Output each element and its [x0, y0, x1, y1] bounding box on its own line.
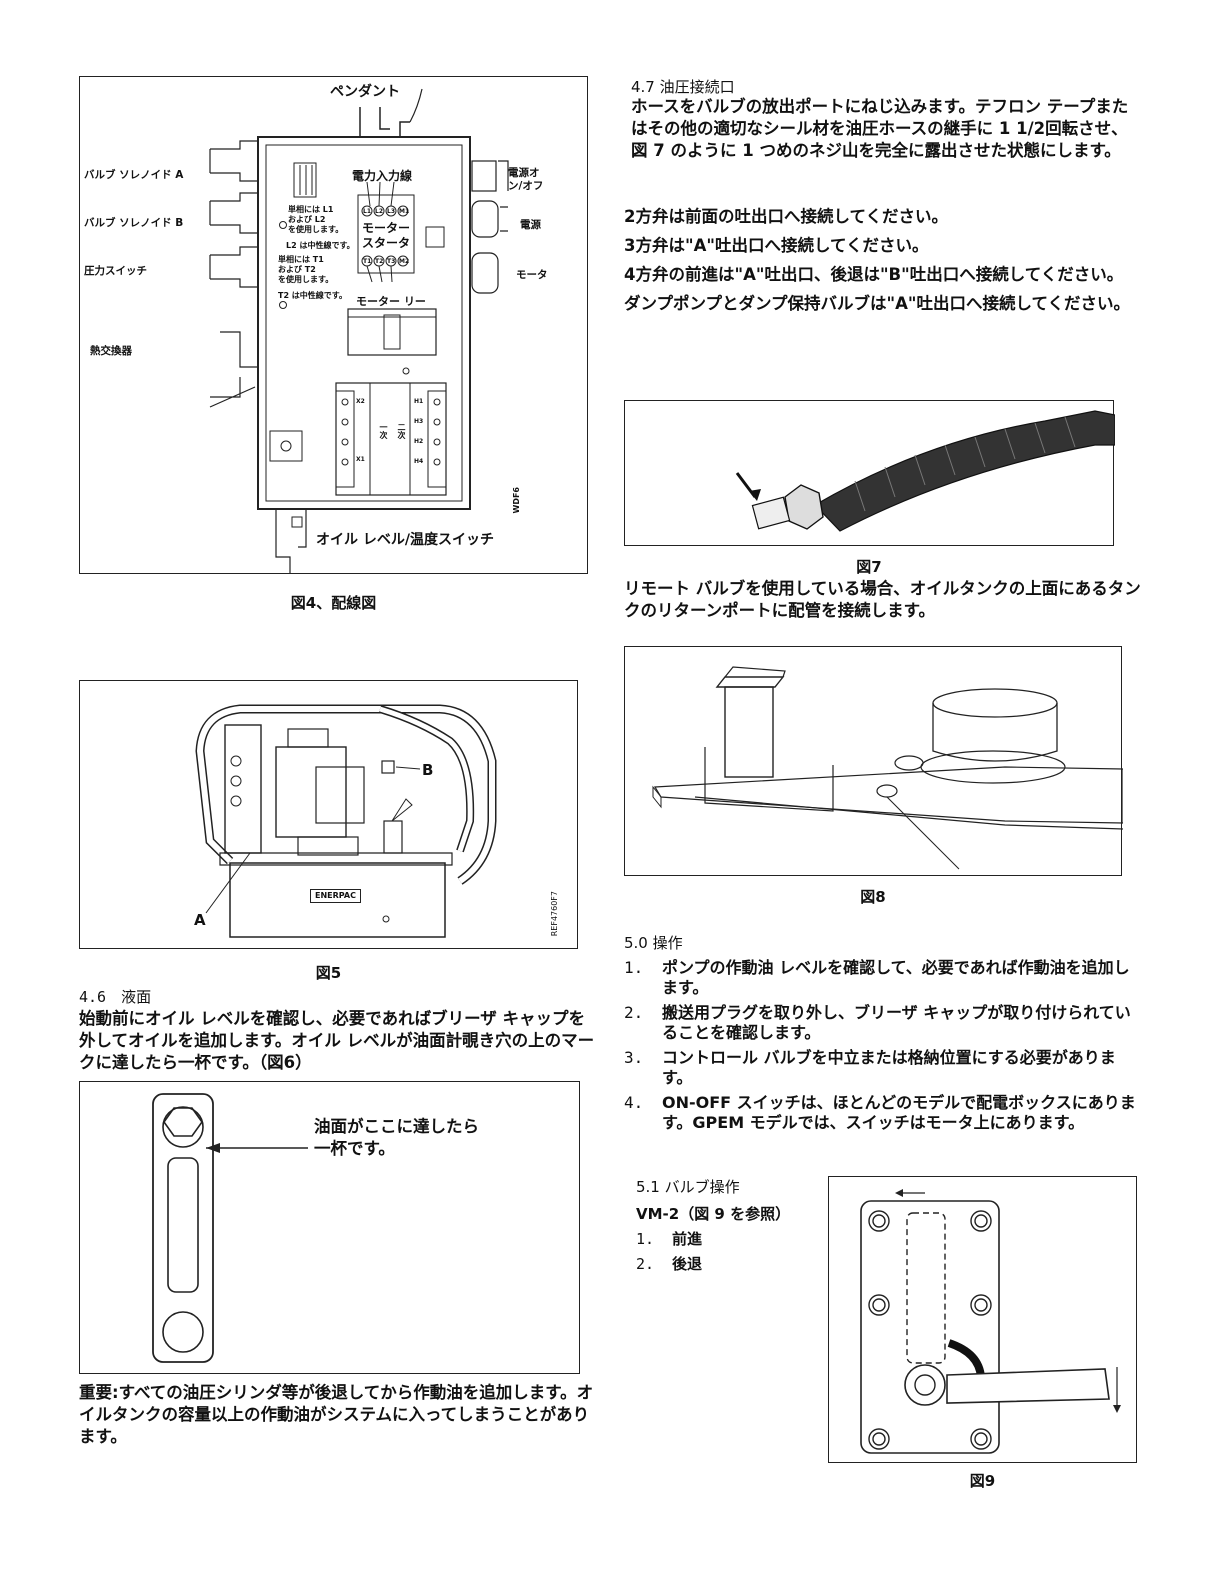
power-onoff-label: 電源オ ン/オフ	[508, 167, 544, 192]
section-5-1-ref: VM-2（図 9 を参照）	[636, 1205, 791, 1223]
figure-4-frame: ペンダント バルブ ソレノイド A バルブ ソレノイド B 圧力スイッチ 熱交換…	[79, 76, 588, 574]
fig6-full-level-note: 油面がここに達したら一杯です。	[314, 1117, 479, 1158]
terminal-top-l2: L2	[375, 208, 383, 215]
valve-note-4way: 4方弁の前進は"A"吐出口、後退は"B"吐出口へ接続してください。	[624, 265, 1124, 284]
transformer-terminal-h3: H3	[414, 418, 424, 425]
section-5-1: 5.1 バルブ操作 VM-2（図 9 を参照） 1.前進 2.後退	[636, 1176, 826, 1274]
section-4-6-heading: 4.6 液面	[79, 988, 152, 1006]
operation-step: 1.ポンプの作動油 レベルを確認して、必要であれば作動油を追加します。	[624, 958, 1130, 997]
figure-4-caption: 図4、配線図	[290, 594, 377, 612]
valve-item-retract: 2.後退	[636, 1255, 703, 1273]
pressure-switch-label: 圧力スイッチ	[84, 265, 147, 277]
terminal-top-m1: M1	[399, 208, 410, 215]
power-input-label: 電力入力線	[352, 169, 413, 183]
operation-step: 2.搬送用プラグを取り外し、ブリーザ キャップが取り付けられていることを確認しま…	[624, 1003, 1131, 1042]
section-4-7-heading: 4.7 油圧接続口	[631, 78, 735, 96]
terminal-bottom-t3: T3	[387, 258, 396, 265]
fig5-drawing-id: REF4760F7	[550, 891, 559, 937]
operation-step: 3.コントロール バルブを中立または格納位置にする必要があります。	[624, 1048, 1116, 1087]
section-4-6-body: 始動前にオイル レベルを確認し、必要であればブリーザ キャップを外してオイルを追…	[79, 1009, 595, 1072]
terminal-bottom-t1: T1	[363, 258, 372, 265]
section-5-0-heading: 5.0 操作	[624, 934, 683, 952]
operation-steps: 1.ポンプの作動油 レベルを確認して、必要であれば作動油を追加します。 2.搬送…	[624, 958, 1144, 1138]
hose-fitting-drawing	[735, 410, 1115, 532]
pump-unit-drawing	[195, 704, 497, 938]
figure-5-caption: 図5	[315, 964, 342, 982]
transformer-terminal-h2: H2	[414, 438, 424, 445]
figure-9-caption: 図9	[969, 1472, 996, 1490]
valve-note-2way: 2方弁は前面の吐出口へ接続してください。	[624, 207, 948, 226]
single-phase-l-note: 単相には L1 および L2 を使用します。	[288, 205, 344, 234]
important-note: 重要:すべての油圧シリンダ等が後退してから作動油を追加します。オイルタンクの容量…	[79, 1383, 594, 1446]
motor-starter-label: モーター スタータ	[362, 221, 411, 250]
primary-label: 一次	[379, 423, 388, 439]
section-4-7-body: ホースをバルブの放出ポートにねじ込みます。テフロン テープまたはその他の適切なシ…	[631, 97, 1129, 160]
label-b: B	[422, 761, 434, 779]
label-a: A	[194, 911, 206, 929]
terminal-bottom-t2: T2	[375, 258, 384, 265]
figure-8-caption: 図8	[860, 888, 886, 906]
motor-label: モータ	[516, 269, 548, 281]
tank-top-drawing	[652, 666, 1123, 870]
valve-solenoid-b-label: バルブ ソレノイド B	[84, 217, 184, 229]
motor-relay-label: モーター リー	[356, 295, 426, 308]
transformer-terminal-x2: X2	[356, 398, 365, 405]
figure-8-frame	[624, 646, 1123, 876]
power-label: 電源	[520, 219, 541, 231]
brand-plate: ENERPAC	[310, 889, 361, 903]
section-5-1-heading: 5.1 バルブ操作	[636, 1178, 740, 1196]
terminal-top-l1: L1	[363, 208, 371, 215]
fig4-drawing-id: WDF6	[512, 487, 521, 514]
pendant-label: ペンダント	[330, 84, 400, 100]
operation-step: 4.ON-OFF スイッチは、ほとんどのモデルで配電ボックスにあります。GPEM…	[624, 1093, 1136, 1132]
valve-note-dump: ダンプポンプとダンプ保持バルブは"A"吐出口へ接続してください。	[624, 294, 1130, 313]
transformer-terminal-x1: X1	[356, 456, 365, 463]
sight-gauge-drawing	[152, 1093, 308, 1363]
l2-neutral-note: L2 は中性線です。	[286, 241, 355, 250]
figure-7-caption: 図7	[856, 558, 882, 576]
figure-7-frame	[624, 400, 1115, 546]
valve-connection-notes: 2方弁は前面の吐出口へ接続してください。 3方弁は"A"吐出口へ接続してください…	[624, 206, 1164, 315]
transformer-terminal-h1: H1	[414, 398, 424, 405]
valve-plate-drawing	[860, 1189, 1121, 1454]
heat-exchanger-label: 熱交換器	[90, 345, 132, 357]
figure-5-frame: A B ENERPAC REF4760F7	[79, 680, 578, 949]
figure-9-frame	[828, 1176, 1137, 1463]
secondary-label: 二次	[397, 423, 406, 439]
t2-neutral-note: T2 は中性線です。	[278, 291, 348, 300]
figure-6-frame: 油面がここに達したら一杯です。	[79, 1081, 580, 1374]
terminal-top-l3: L3	[387, 208, 395, 215]
remote-valve-note: リモート バルブを使用している場合、オイルタンクの上面にあるタンクのリターンポー…	[624, 579, 1141, 620]
valve-item-advance: 1.前進	[636, 1230, 703, 1248]
single-phase-t-note: 単相には T1 および T2 を使用します。	[278, 255, 334, 284]
transformer-terminal-h4: H4	[414, 458, 424, 465]
valve-note-3way: 3方弁は"A"吐出口へ接続してください。	[624, 236, 929, 255]
terminal-bottom-m2: M2	[399, 258, 410, 265]
wiring-diagram-drawing	[209, 88, 509, 573]
oil-level-temp-switch-label: オイル レベル/温度スイッチ	[316, 532, 494, 548]
valve-solenoid-a-label: バルブ ソレノイド A	[84, 169, 184, 181]
